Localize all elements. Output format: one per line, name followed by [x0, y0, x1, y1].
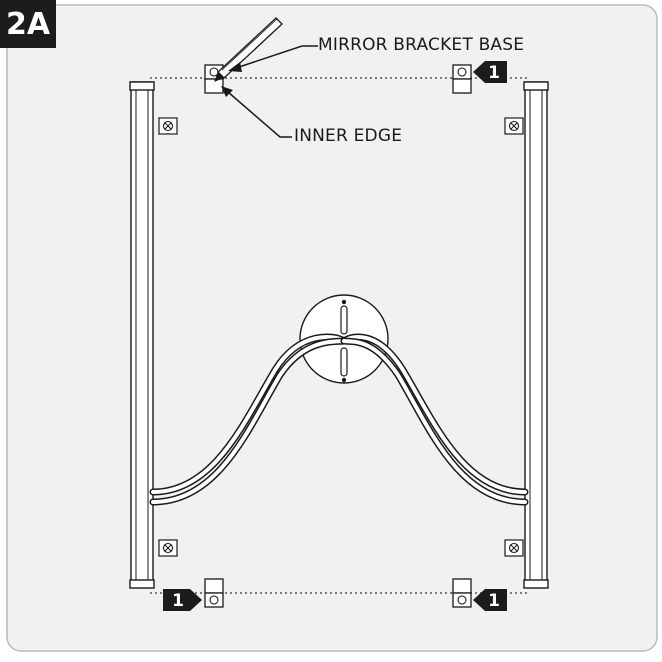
- badge-bottom-right-label: 1: [488, 591, 500, 611]
- mirror-bracket-top-right: [452, 64, 472, 94]
- mirror-bracket-base-leader: [228, 45, 318, 72]
- mirror-bracket-bottom-left: [204, 578, 224, 608]
- badge-bottom-right: 1: [473, 589, 507, 611]
- power-cables: [149, 333, 529, 506]
- badge-top-right: 1: [473, 61, 507, 83]
- badge-bottom-left-label: 1: [172, 591, 184, 611]
- inner-edge-leader: [221, 86, 292, 138]
- screw-plate-top-right: [504, 117, 524, 135]
- right-light-bar: [523, 81, 549, 589]
- mirror-bracket-bottom-right: [452, 578, 472, 608]
- screw-plate-bottom-right: [504, 539, 524, 557]
- left-light-bar: [129, 81, 155, 589]
- inner-edge-label: INNER EDGE: [294, 126, 403, 146]
- pencil-icon: [214, 17, 283, 82]
- screw-plate-top-left: [158, 117, 178, 135]
- badge-bottom-left: 1: [163, 589, 202, 611]
- step-label: 2A: [0, 0, 56, 48]
- badge-top-right-label: 1: [488, 63, 500, 83]
- mirror-bracket-base-label: MIRROR BRACKET BASE: [318, 35, 525, 55]
- screw-plate-bottom-left: [158, 539, 178, 557]
